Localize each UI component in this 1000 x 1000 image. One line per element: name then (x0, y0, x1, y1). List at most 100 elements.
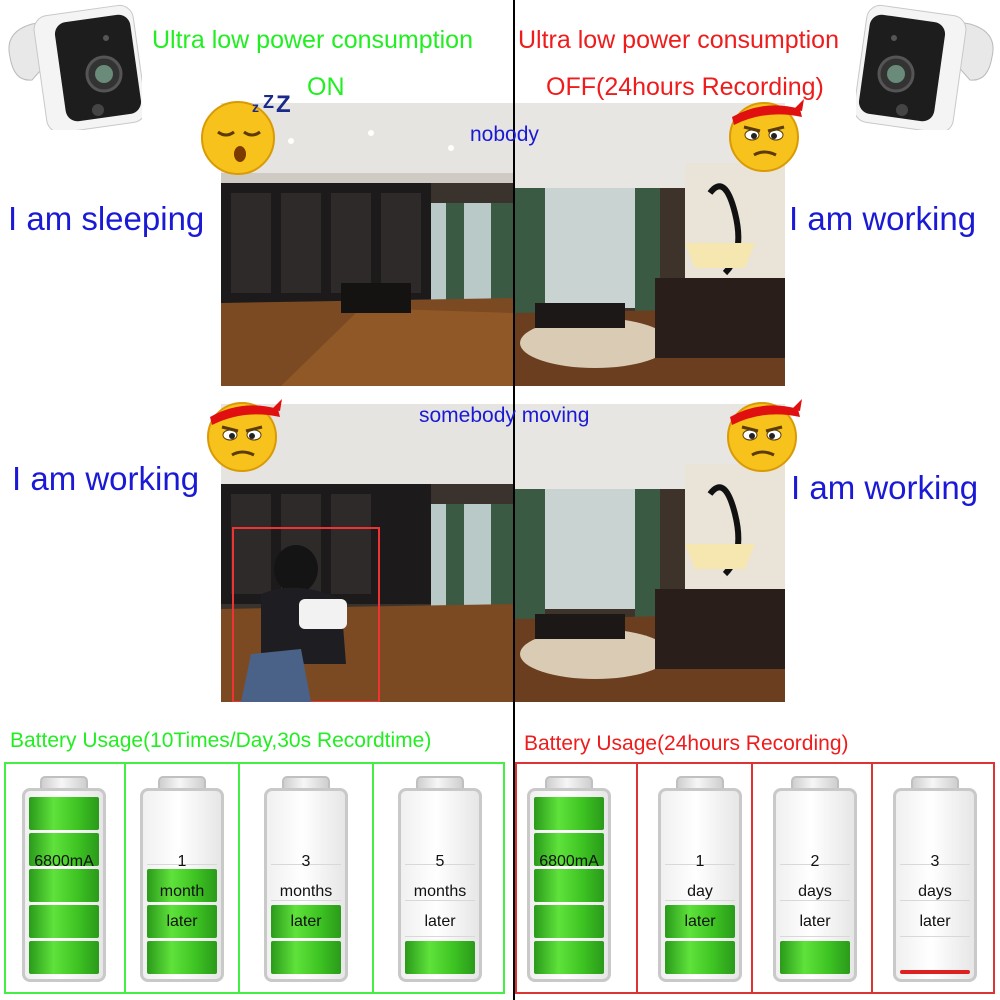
battery-icon: 6800mA (527, 776, 611, 982)
battery-divider (780, 864, 850, 865)
battery-label: month (159, 883, 205, 900)
battery-level-bar (271, 941, 341, 974)
battery-icon: 1 month later (140, 776, 224, 982)
right-row2-caption: I am working (791, 469, 979, 506)
battery-cell: 5 months later (372, 764, 503, 992)
battery-level-bar (29, 905, 99, 938)
battery-label: 6800mA (539, 853, 599, 870)
battery-label: day (687, 883, 713, 900)
battery-label: 1 (695, 853, 705, 870)
battery-icon: 5 months later (398, 776, 482, 982)
battery-divider (147, 864, 217, 865)
battery-label: later (799, 913, 831, 930)
battery-level-bar (534, 797, 604, 830)
battery-label: 3 (301, 853, 311, 870)
battery-body: 5 months later (398, 788, 482, 982)
battery-body: 6800mA (22, 788, 106, 982)
left-usage-title: Battery Usage(10Times/Day,30s Recordtime… (10, 729, 432, 752)
scene-top-left (221, 103, 513, 386)
battery-label: later (684, 913, 716, 930)
angry-face-icon (202, 395, 284, 473)
battery-label: months (413, 883, 467, 900)
battery-label: days (798, 883, 832, 900)
right-usage-title: Battery Usage(24hours Recording) (524, 732, 849, 755)
label-nobody: nobody (470, 123, 539, 146)
camera-right-icon (853, 2, 1000, 134)
battery-label: 3 (930, 853, 940, 870)
right-heading: Ultra low power consumption (518, 26, 839, 54)
battery-divider (780, 936, 850, 937)
camera-left-icon (2, 2, 147, 134)
battery-level-bar (147, 905, 217, 938)
battery-level-bar (405, 941, 475, 974)
battery-divider (271, 900, 341, 901)
right-status: OFF(24hours Recording) (546, 73, 824, 101)
battery-level-bar (534, 941, 604, 974)
battery-cell: 3 months later (238, 764, 372, 992)
battery-divider (900, 864, 970, 865)
battery-level-bar (29, 797, 99, 830)
battery-icon: 2 days later (773, 776, 857, 982)
battery-level-bar (271, 905, 341, 938)
center-divider (513, 0, 515, 1000)
battery-level-bar (29, 941, 99, 974)
left-battery-panel: 6800mA 1 month later 3 months later 5 months l… (4, 762, 505, 994)
battery-level-bar (147, 869, 217, 902)
battery-level-bar (900, 970, 970, 974)
battery-divider (271, 864, 341, 865)
sleeping-face-icon: z Z Z (200, 88, 300, 178)
battery-divider (665, 900, 735, 901)
battery-level-bar (29, 833, 99, 866)
battery-icon: 6800mA (22, 776, 106, 982)
battery-body: 3 months later (264, 788, 348, 982)
battery-level-bar (534, 869, 604, 902)
right-battery-panel: 6800mA 1 day later 2 days later 3 days later (515, 762, 995, 994)
battery-cell: 6800mA (6, 764, 126, 992)
battery-label: months (279, 883, 333, 900)
left-heading: Ultra low power consumption (152, 26, 473, 54)
battery-body: 1 day later (658, 788, 742, 982)
battery-label: 1 (177, 853, 187, 870)
label-somebody-moving: somebody moving (419, 404, 590, 427)
battery-divider (405, 936, 475, 937)
battery-label: 5 (435, 853, 445, 870)
battery-label: later (424, 913, 456, 930)
left-row1-caption: I am sleeping (8, 200, 205, 237)
battery-label: days (918, 883, 952, 900)
battery-level-bar (534, 905, 604, 938)
battery-level-bar (29, 869, 99, 902)
battery-divider (900, 936, 970, 937)
svg-text:z: z (252, 99, 259, 115)
battery-label: 6800mA (34, 853, 94, 870)
battery-divider (405, 864, 475, 865)
battery-cell: 3 days later (871, 764, 993, 992)
battery-level-bar (534, 833, 604, 866)
battery-divider (900, 900, 970, 901)
svg-text:Z: Z (276, 91, 291, 118)
battery-label: later (290, 913, 322, 930)
battery-label: later (166, 913, 198, 930)
battery-level-bar (665, 941, 735, 974)
battery-divider (405, 900, 475, 901)
battery-label: later (919, 913, 951, 930)
battery-level-bar (665, 905, 735, 938)
angry-face-icon (722, 395, 804, 473)
battery-cell: 1 month later (124, 764, 238, 992)
battery-label: 2 (810, 853, 820, 870)
battery-cell: 1 day later (636, 764, 751, 992)
battery-body: 6800mA (527, 788, 611, 982)
battery-divider (780, 900, 850, 901)
battery-body: 3 days later (893, 788, 977, 982)
battery-body: 1 month later (140, 788, 224, 982)
right-row1-caption: I am working (789, 200, 977, 237)
battery-icon: 1 day later (658, 776, 742, 982)
battery-divider (665, 864, 735, 865)
battery-icon: 3 days later (893, 776, 977, 982)
left-row2-caption: I am working (12, 460, 200, 497)
left-status: ON (307, 73, 345, 101)
battery-body: 2 days later (773, 788, 857, 982)
battery-level-bar (147, 941, 217, 974)
battery-cell: 6800mA (517, 764, 637, 992)
svg-text:Z: Z (263, 92, 274, 112)
battery-icon: 3 months later (264, 776, 348, 982)
